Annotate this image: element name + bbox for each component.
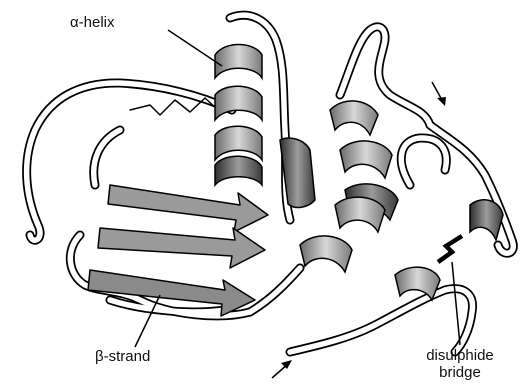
- disulphide-bridge-label: disulphide bridge: [405, 347, 515, 382]
- disulphide-label-line2: bridge: [405, 364, 515, 381]
- alpha-helix-right: [300, 197, 503, 300]
- c-terminus-arrow: [432, 82, 442, 100]
- disulphide-bridge-mark: [438, 236, 462, 262]
- disulphide-label-line1: disulphide: [405, 347, 515, 364]
- random-coil: [27, 15, 514, 352]
- alpha-helix-label: α-helix: [70, 14, 115, 31]
- helix-pointer-line: [168, 30, 222, 66]
- beta-strand-label: β-strand: [95, 348, 150, 365]
- disulphide-pointer-line: [452, 262, 460, 345]
